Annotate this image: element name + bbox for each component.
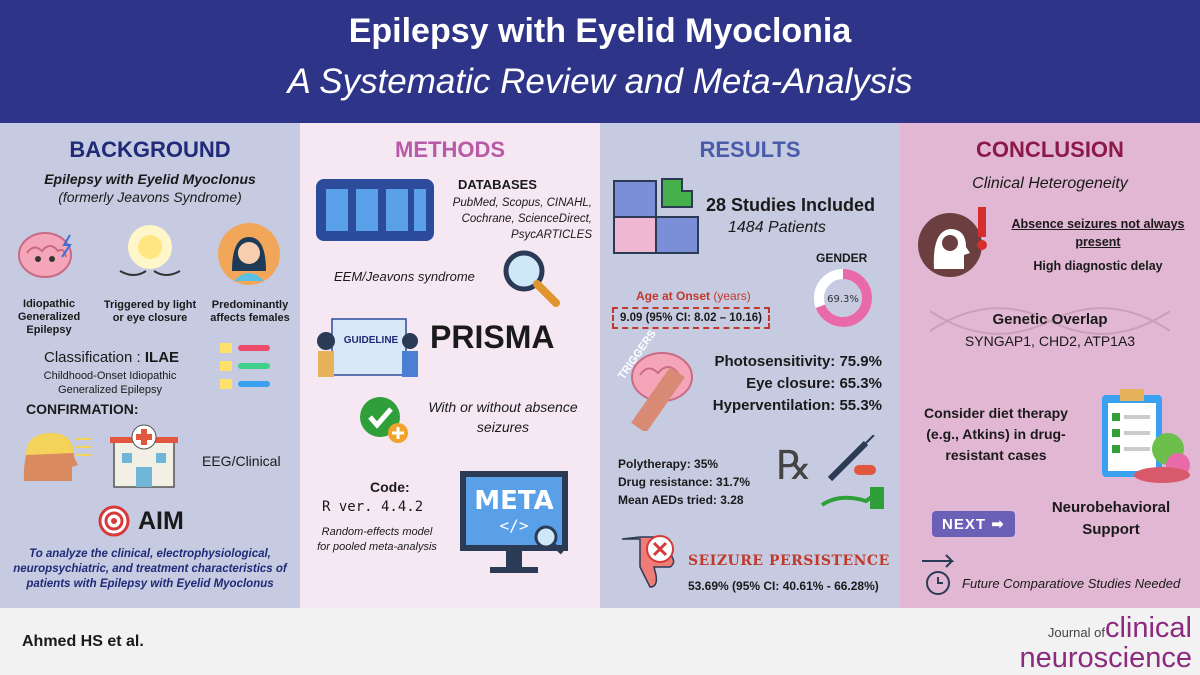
background-heading: BACKGROUND — [69, 137, 231, 162]
magnifier-icon — [503, 250, 560, 307]
code-label: Code: — [370, 479, 410, 495]
methods-heading: METHODS — [395, 137, 505, 162]
guideline-icon — [317, 318, 418, 377]
puzzle-icon — [613, 178, 699, 254]
meta-monitor-icon: META </> — [460, 471, 568, 573]
code-value: R ver. 4.4.2 — [322, 499, 424, 515]
age-label: Age at Onset — [636, 289, 711, 303]
database-server-icon — [316, 179, 434, 241]
journal-clinical: clinical — [1104, 612, 1192, 644]
journal-of: Journal of — [1047, 625, 1105, 640]
feature-trigger: Triggered by light or eye closure — [103, 299, 197, 324]
photosensitivity: Photosensitivity: 75.9% — [714, 353, 882, 370]
syndrome-formerly: (formerly Jeavons Syndrome) — [58, 189, 242, 205]
conclusion-panel: CONCLUSION Clinical Heterogeneity Absenc… — [900, 123, 1200, 608]
results-panel: RESULTS 28 Studies Included 1484 Patient… — [600, 123, 900, 608]
closed-eye-light-icon — [119, 225, 181, 276]
gender-donut-arc — [814, 269, 872, 327]
female-avatar-icon — [218, 223, 280, 285]
polytherapy: Polytherapy: 35% — [618, 457, 719, 471]
eye-closure: Eye closure: 65.3% — [746, 375, 882, 392]
hyperventilation: Hyperventilation: 55.3% — [712, 397, 882, 414]
feature-female: Predominantly affects females — [210, 299, 290, 324]
conclusion-heading: CONCLUSION — [976, 137, 1124, 162]
guideline-label: GUIDELINE — [343, 335, 399, 346]
brain-icon — [18, 232, 72, 278]
next-label: NEXT — [942, 516, 987, 533]
diet-therapy: Consider diet therapy (e.g., Atkins) in … — [924, 405, 1068, 463]
patients-count: 1484 Patients — [728, 219, 826, 236]
confirmation-label: CONFIRMATION: — [26, 401, 139, 417]
drug-resistance: Drug resistance: 31.7% — [618, 475, 751, 489]
check-icon — [360, 397, 408, 443]
target-icon — [98, 505, 130, 537]
seizure-persistence-value: 53.69% (95% CI: 40.61% - 66.28%) — [688, 579, 879, 593]
mean-aeds: Mean AEDs tried: 3.28 — [618, 493, 744, 507]
gender-value: 69.3% — [827, 294, 859, 305]
page-subtitle: A Systematic Review and Meta-Analysis — [287, 62, 913, 101]
author-credit: Ahmed HS et al. — [22, 633, 144, 650]
page-title: Epilepsy with Eyelid Myoclonia — [348, 12, 852, 50]
prescription-syringe-icon: ℞ — [776, 435, 884, 509]
absence-text: With or without absence seizures — [428, 399, 578, 435]
heterogeneity: Clinical Heterogeneity — [972, 175, 1128, 192]
diagnostic-delay: High diagnostic delay — [1033, 259, 1163, 273]
genes-list: SYNGAP1, CHD2, ATP1A3 — [964, 333, 1136, 349]
triggers-brain-icon — [631, 352, 693, 431]
next-badge: NEXT ➡ — [932, 511, 1015, 537]
classification-detail: Childhood-Onset Idiopathic Generalized E… — [43, 370, 177, 396]
aim-text: To analyze the clinical, electrophysiolo… — [13, 548, 287, 590]
head-alert-icon — [918, 207, 987, 277]
svg-text:℞: ℞ — [776, 443, 812, 489]
age-heading: Age at Onset (years) — [636, 289, 751, 303]
journal-logo: Journal ofclinical neuroscience — [1019, 612, 1193, 674]
classification-label: Classification : — [44, 349, 145, 366]
journal-neuroscience: neuroscience — [1019, 642, 1193, 674]
model-text: Random-effects model for pooled meta-ana… — [317, 526, 437, 553]
genetic-overlap-label: Genetic Overlap — [992, 311, 1108, 328]
prisma-label: PRISMA — [430, 319, 555, 355]
future-clock-icon — [922, 554, 955, 595]
results-heading: RESULTS — [699, 137, 801, 162]
search-term: EEM/Jeavons syndrome — [334, 269, 475, 284]
age-unit: (years) — [710, 289, 751, 303]
classification: Classification : ILAE — [44, 349, 179, 366]
diet-clipboard-icon — [1102, 389, 1190, 483]
absence-note: Absence seizures not always present — [1011, 217, 1185, 249]
aim-label: AIM — [138, 507, 184, 535]
seizure-persistence-label: SEIZURE PERSISTENCE — [688, 553, 890, 569]
checklist-icon — [220, 343, 270, 389]
gender-donut-chart: 69.3% — [814, 269, 872, 327]
background-panel: BACKGROUND Epilepsy with Eyelid Myoclonu… — [0, 123, 300, 608]
studies-count: 28 Studies Included — [706, 195, 876, 215]
header-banner: Epilepsy with Eyelid Myoclonia A Systema… — [0, 0, 1200, 123]
meta-label: META — [474, 486, 553, 516]
feature-ige: Idiopathic Generalized Epilepsy — [17, 298, 81, 336]
hospital-icon — [110, 424, 178, 488]
methods-panel: METHODS DATABASES PubMed, Scopus, CINAHL… — [300, 123, 600, 608]
age-value: 9.09 (95% CI: 8.02 – 10.16) — [612, 307, 770, 329]
classification-value: ILAE — [144, 349, 180, 366]
dna-strand-icon — [930, 307, 1170, 335]
footer: Ahmed HS et al. Journal ofclinical neuro… — [0, 608, 1200, 675]
databases-label: DATABASES — [458, 177, 537, 192]
thumbs-down-icon — [621, 535, 675, 588]
eeg-clinical-label: EEG/Clinical — [202, 453, 281, 469]
neurobehavioral-support: Neurobehavioral Support — [1051, 499, 1171, 538]
syndrome-name: Epilepsy with Eyelid Myoclonus — [44, 171, 256, 187]
gender-label: GENDER — [816, 251, 868, 265]
future-studies: Future Comparatiove Studies Needed — [962, 576, 1181, 591]
arrow-right-icon: ➡ — [991, 516, 1005, 533]
svg-text:</>: </> — [500, 516, 529, 535]
databases-list: PubMed, Scopus, CINAHL, Cochrane, Scienc… — [452, 197, 592, 241]
eeg-head-icon — [23, 433, 92, 481]
